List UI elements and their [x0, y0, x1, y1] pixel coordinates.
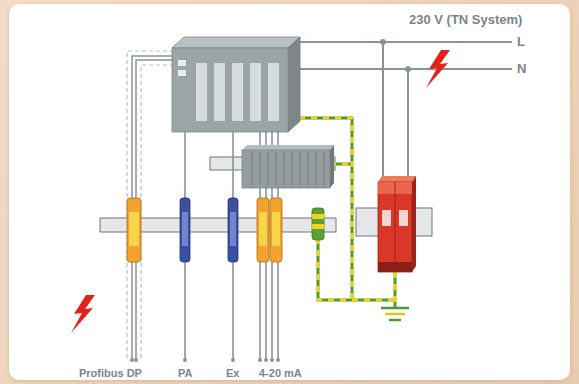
- io-module: [323, 153, 325, 185]
- conductor-label: L: [517, 35, 525, 50]
- wire-end-dot: [130, 358, 134, 362]
- junction-dot: [380, 39, 411, 72]
- mains-wire: [298, 41, 512, 43]
- profibus-cable: [127, 51, 174, 360]
- signal-label: Profibus DP: [79, 367, 142, 380]
- terminal-block: [270, 198, 282, 262]
- io-module: [242, 145, 334, 188]
- plc-controller: [178, 70, 186, 76]
- earth-terminal: [312, 224, 324, 229]
- ground-symbol: [381, 308, 409, 320]
- ground-symbol: [385, 313, 405, 316]
- io-module: [242, 150, 330, 188]
- signal-label: 4-20 mA: [259, 367, 302, 380]
- profibus-cable: [136, 60, 174, 360]
- terminal-block: [230, 212, 236, 246]
- plc-controller: [214, 63, 225, 121]
- wire-end-dot: [134, 358, 138, 362]
- terminal-block: [259, 212, 267, 246]
- plc-controller: [172, 48, 288, 132]
- lightning-bolt: [71, 295, 95, 333]
- surge-arrester: [412, 176, 416, 272]
- terminal-block: [127, 198, 141, 262]
- junction-dot: [405, 66, 411, 72]
- plc-controller: [178, 60, 186, 66]
- terminal-block: [180, 198, 190, 262]
- earth-wire: [394, 272, 397, 307]
- earth-terminal: [312, 208, 324, 240]
- earth-terminal: [312, 214, 324, 219]
- io-module: [283, 153, 285, 185]
- surge-arrester: [378, 182, 412, 272]
- io-module: [330, 145, 334, 188]
- lightning-bolt: [426, 50, 450, 88]
- surge-arrester: [382, 210, 391, 226]
- io-module: [267, 153, 269, 185]
- signal-label: PA: [178, 367, 192, 380]
- io-module: [275, 153, 277, 185]
- plc-controller: [172, 37, 300, 48]
- io-module: [252, 153, 324, 185]
- supply-label: 230 V (TN System): [409, 13, 522, 28]
- io-module: [315, 153, 317, 185]
- conductor-label: N: [517, 62, 526, 77]
- plc-controller: [196, 63, 207, 121]
- io-module: [251, 153, 253, 185]
- plc-controller: [172, 37, 300, 132]
- profibus-cable: [141, 65, 174, 360]
- io-module: [259, 153, 261, 185]
- mains-wire: [407, 69, 409, 182]
- profibus-cable: [127, 51, 174, 360]
- plc-controller: [268, 63, 279, 121]
- terminal-block: [257, 198, 269, 262]
- wire-end-dot: [264, 358, 268, 362]
- plc-controller: [232, 63, 243, 121]
- io-module: [299, 153, 301, 185]
- wire-end-dot: [258, 358, 262, 362]
- plc-controller: [250, 63, 261, 121]
- io-module: [307, 153, 309, 185]
- terminal-block: [127, 198, 282, 262]
- wire-end-dot: [231, 358, 235, 362]
- io-module: [242, 145, 334, 150]
- signal-label: Ex: [226, 367, 239, 380]
- earth-wire: [394, 272, 397, 307]
- junction-dot: [380, 39, 386, 45]
- surge-arrester: [378, 176, 416, 182]
- terminal-block: [129, 212, 139, 246]
- terminal-block: [272, 212, 280, 246]
- ground-symbol: [389, 319, 401, 322]
- io-module: [291, 153, 293, 185]
- surge-arrester: [399, 210, 408, 226]
- earth-terminal: [312, 208, 324, 240]
- wire-end-dot: [270, 358, 274, 362]
- terminal-block: [228, 198, 238, 262]
- mains-wire: [382, 42, 384, 182]
- wire-end-dot: [130, 358, 280, 362]
- surge-arrester: [395, 182, 396, 272]
- wire-end-dot: [183, 358, 187, 362]
- ground-symbol: [381, 307, 409, 310]
- background-panel: [9, 4, 570, 380]
- surge-arrester: [378, 176, 416, 272]
- plc-controller: [288, 37, 300, 132]
- terminal-block: [182, 212, 188, 246]
- surge-arrester: [378, 262, 412, 272]
- wire-end-dot: [276, 358, 280, 362]
